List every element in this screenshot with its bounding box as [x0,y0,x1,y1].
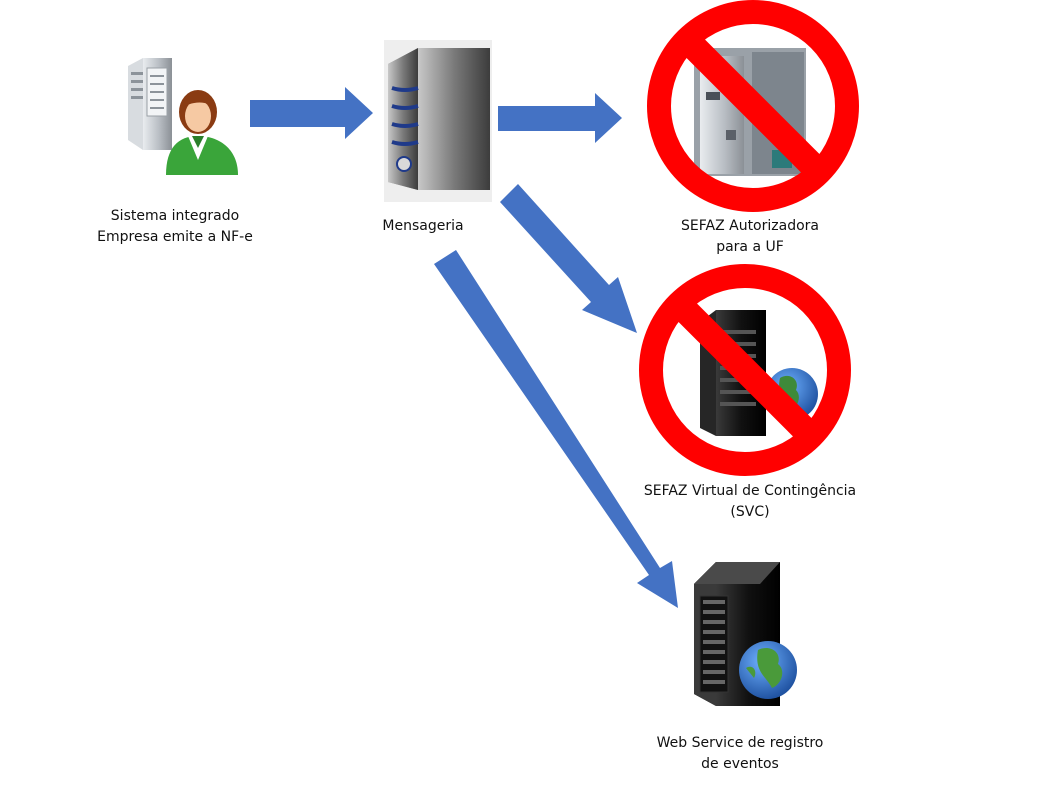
label-line: Empresa emite a NF-e [97,229,253,245]
node-label-sistema: Sistema integrado Empresa emite a NF-e [80,206,270,248]
server-globe-icon [694,562,797,706]
label-line: Sistema integrado [110,208,240,224]
label-line: para a UF [716,239,784,255]
label-line: SEFAZ Autorizadora [681,218,819,234]
label-line: Web Service de registro [656,735,824,751]
prohibited-sign-icon [647,0,859,212]
label-line: de eventos [701,756,779,772]
node-label-mensageria: Mensageria [363,216,483,237]
server-user-icon [128,58,238,175]
node-label-svc: SEFAZ Virtual de Contingência (SVC) [630,481,870,523]
arrow-mensageria-to-svc [500,184,637,333]
prohibited-sign-icon [639,264,851,476]
server-icon [384,40,492,202]
arrow-mensageria-to-sefaz-autorizadora [498,93,622,143]
arrow-sistema-to-mensageria [250,87,373,139]
label-line: Mensageria [382,218,464,234]
label-line: SEFAZ Virtual de Contingência [643,483,857,499]
label-line: (SVC) [730,504,770,520]
node-label-sefaz-autorizadora: SEFAZ Autorizadora para a UF [660,216,840,258]
node-label-web-service: Web Service de registro de eventos [650,733,830,775]
arrow-mensageria-to-web-service [434,250,678,608]
